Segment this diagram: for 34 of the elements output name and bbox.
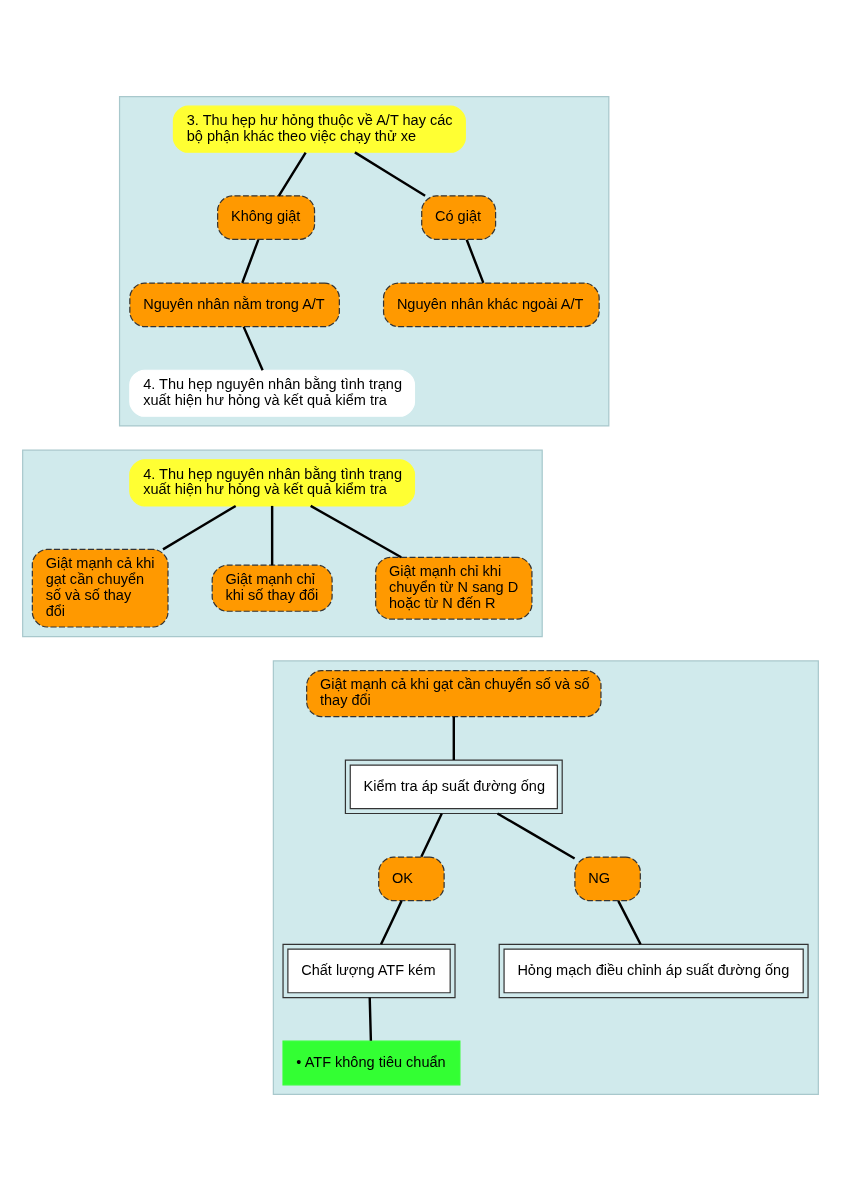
node-box: Giật mạnh cả khi gạt cần chuyển số và số thay đổi bbox=[306, 670, 602, 718]
connector bbox=[310, 504, 402, 559]
node-box: OK bbox=[378, 856, 445, 902]
node-box: Không giật bbox=[217, 195, 316, 241]
cluster bbox=[118, 95, 610, 427]
connector bbox=[465, 239, 485, 284]
node-box: Kiểm tra áp suất đường ống bbox=[344, 759, 563, 815]
connector bbox=[452, 716, 455, 760]
connector bbox=[368, 997, 373, 1041]
node-box: Hỏng mạch điều chỉnh áp suất đường ống bbox=[498, 943, 809, 999]
node-box: Chất lượng ATF kém bbox=[282, 943, 456, 999]
connector bbox=[354, 151, 426, 197]
connector bbox=[496, 812, 576, 860]
node-box: Nguyên nhân khác ngoài A/T bbox=[382, 282, 600, 328]
connector bbox=[162, 504, 237, 551]
connector bbox=[241, 239, 260, 284]
connector bbox=[242, 326, 264, 371]
connector bbox=[277, 151, 307, 197]
node-box: Giật mạnh chỉ khi chuyển từ N sang D hoặc từ N đến R bbox=[375, 556, 533, 620]
cluster bbox=[22, 449, 543, 638]
node-box: Có giật bbox=[421, 195, 497, 241]
node-box: 3. Thu hẹp hư hỏng thuộc về A/T hay các bộ phận khác theo việc chạy thử xe bbox=[172, 105, 466, 153]
node-box: • ATF không tiêu chuẩn bbox=[282, 1040, 461, 1086]
node-box: Giật mạnh chỉ khi số thay đổi bbox=[211, 564, 333, 612]
node-box: Giật mạnh cả khi gạt cần chuyển số và số thay đổi bbox=[31, 548, 169, 628]
node-box: 4. Thu hẹp nguyên nhân bằng tình trạng xuất hiện hư hỏng và kết quả kiểm tra bbox=[129, 369, 416, 417]
connector bbox=[617, 900, 642, 945]
connector bbox=[270, 505, 274, 566]
cluster bbox=[272, 660, 819, 1096]
node-box: Nguyên nhân nằm trong A/T bbox=[129, 282, 340, 328]
connector bbox=[380, 900, 403, 945]
node-box: 4. Thu hẹp nguyên nhân bằng tình trạng xuất hiện hư hỏng và kết quả kiểm tra bbox=[129, 459, 416, 507]
node-box: NG bbox=[574, 856, 641, 902]
connector bbox=[420, 813, 443, 858]
